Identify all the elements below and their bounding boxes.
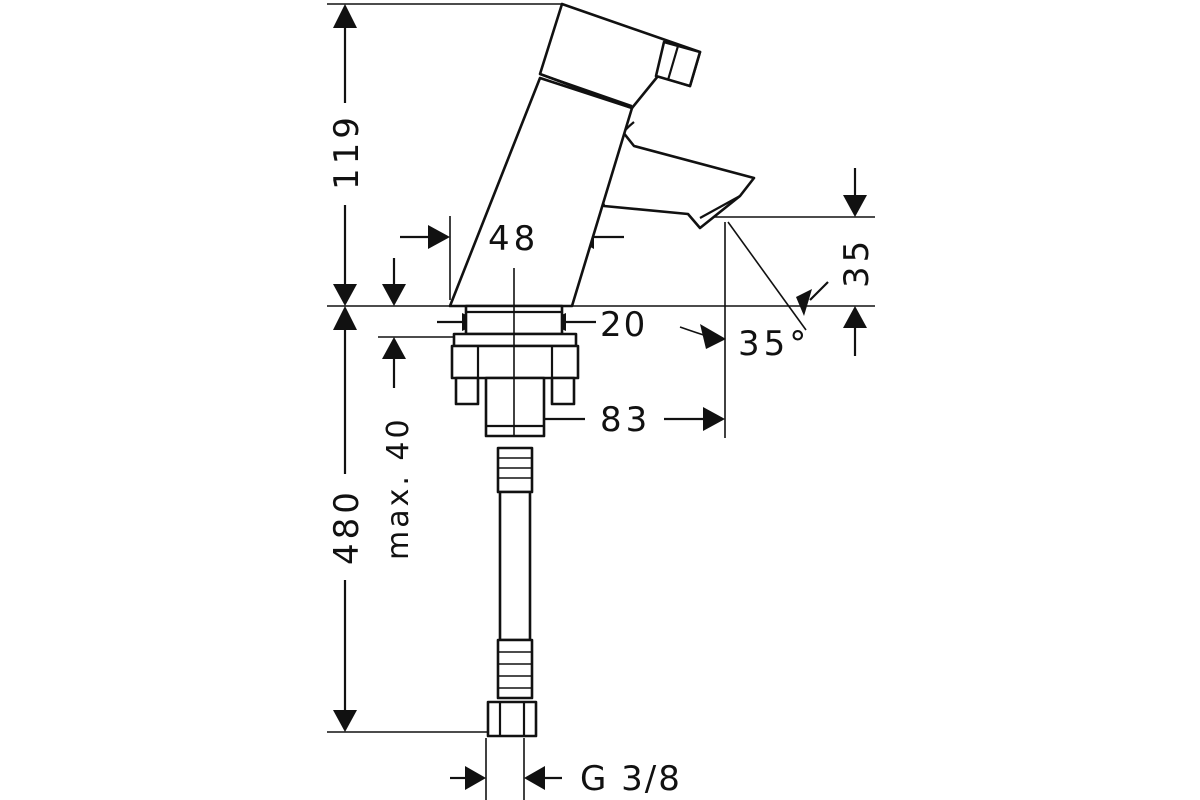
label-35-angle: 35° [738,324,810,364]
dimension-max-40-lines [382,258,406,388]
arrow-up-35 [843,306,867,328]
hose-nut [486,700,538,738]
hose-tube [498,490,532,642]
arrow-right-83 [703,407,725,431]
bolt-left [454,376,480,406]
arrow-down-deck [333,284,357,306]
main-body [448,76,634,308]
hose-fitting-top [496,446,534,494]
arrow-right-48 [428,225,450,249]
arrow-up-top [333,4,357,28]
bolt-right [550,376,576,406]
label-max-40: max. 40 [381,416,416,560]
label-35-height: 35 [837,237,877,288]
hose-fitting-bottom [496,638,534,700]
arrow-down-35 [843,195,867,217]
label-119: 119 [327,113,367,190]
arrow-right-thread [465,766,486,790]
label-480: 480 [327,488,367,565]
arrow-left-thread [524,766,545,790]
arrow-angle-left [700,324,726,349]
shank [484,376,546,438]
dimension-thread-lines [450,766,562,790]
arrow-down-40 [382,284,406,306]
arrow-angle-right [796,289,812,316]
label-g-3-8: G 3/8 [580,759,682,799]
push-button [654,40,702,88]
dimension-height-lines [333,4,357,732]
arrow-up-40 [382,337,406,359]
arrow-down-bottom [333,710,357,732]
reference-lines [327,3,875,800]
label-83: 83 [600,400,651,440]
dimension-angle-lines [679,221,829,349]
label-48: 48 [488,219,539,259]
supply-hose [486,446,538,738]
washer [452,332,578,348]
mounting-assembly [450,268,580,438]
faucet-body [448,2,756,308]
clamp-plate [450,344,580,380]
dimension-35-lines [843,168,867,356]
arrow-up-deck [333,306,357,330]
label-20: 20 [600,305,647,345]
